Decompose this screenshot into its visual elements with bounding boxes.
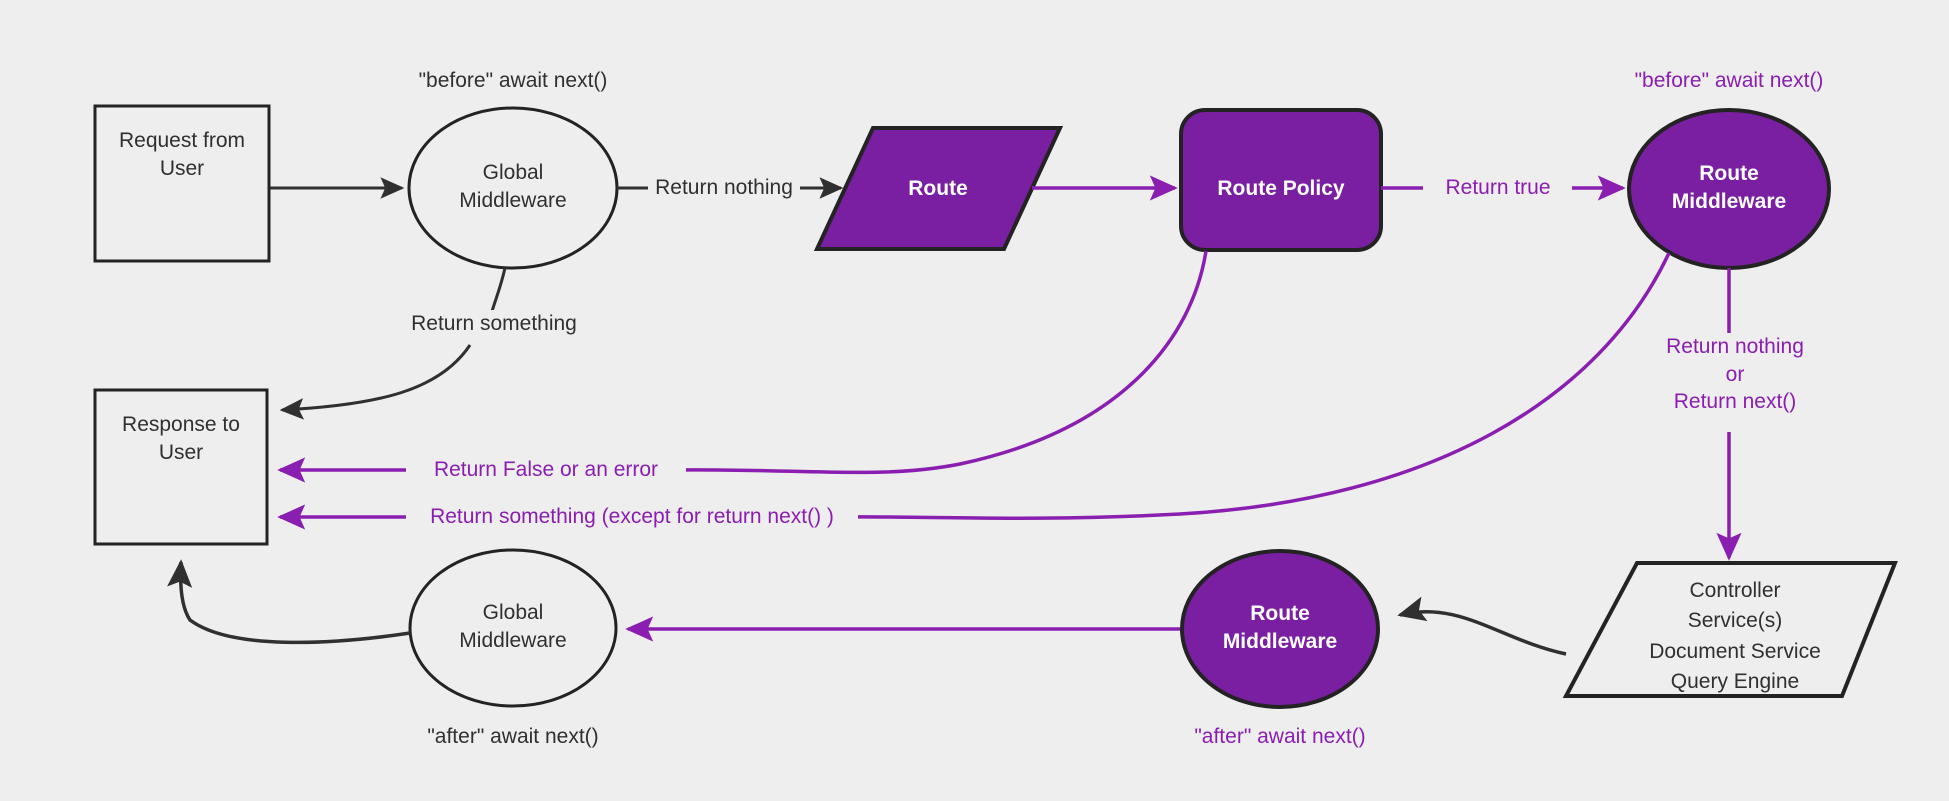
node-route-middleware-after (1180, 549, 1380, 709)
node-response-to-user (93, 388, 269, 546)
node-route-policy (1179, 108, 1383, 252)
node-route-middleware-before (1627, 108, 1831, 270)
edge-controller-to-route-middleware-after (1397, 596, 1567, 656)
node-controller-stack (1562, 561, 1898, 698)
edge-return-something-global-lower (279, 344, 472, 420)
node-global-middleware-after (408, 548, 618, 708)
node-request-from-user (93, 104, 271, 263)
node-global-middleware-before (407, 106, 619, 270)
node-route (813, 126, 1064, 251)
edge-global-after-to-response (167, 559, 411, 645)
edge-return-false-or-error-curve (667, 250, 1208, 475)
edge-return-something-global-upper (488, 267, 507, 319)
edge-return-something-except-next-curve (844, 252, 1671, 520)
